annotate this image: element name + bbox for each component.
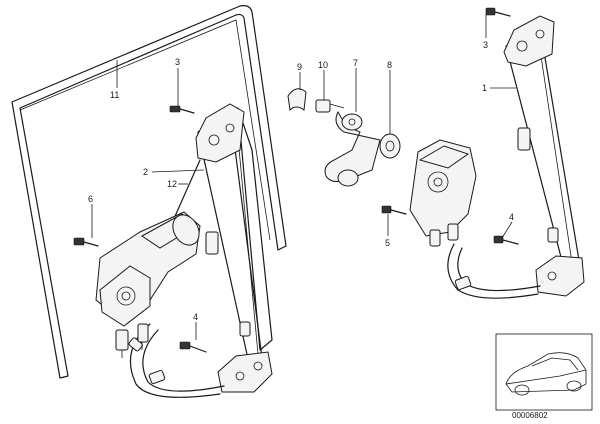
screw-right-motor[interactable] <box>381 205 407 215</box>
vehicle-inset: 00006802 <box>495 333 593 420</box>
right-window-motor[interactable] <box>409 139 477 247</box>
left-window-motor[interactable] <box>95 210 204 358</box>
nut-10[interactable] <box>315 99 345 113</box>
callout-4-right: 4 <box>509 212 514 222</box>
part-code: 00006802 <box>512 411 548 420</box>
screw-upper-left[interactable] <box>169 105 195 114</box>
left-window-regulator[interactable] <box>128 103 273 398</box>
callout-5-right: 5 <box>385 238 390 248</box>
callout-9: 9 <box>297 62 302 72</box>
callout-3-right: 3 <box>483 40 488 50</box>
cable-cap-9[interactable] <box>287 88 307 112</box>
screw-top-right[interactable] <box>485 7 511 17</box>
callout-10: 10 <box>318 60 328 70</box>
callout-11: 11 <box>110 90 119 100</box>
callout-12: 12 <box>167 179 177 189</box>
screw-lower-right[interactable] <box>493 235 519 245</box>
callout-4-left: 4 <box>193 312 198 322</box>
callout-1: 1 <box>482 83 487 93</box>
callout-8: 8 <box>387 60 392 70</box>
window-seal-frame[interactable] <box>11 5 287 379</box>
right-window-regulator[interactable] <box>447 15 585 299</box>
callout-2: 2 <box>143 167 148 177</box>
screw-left-motor[interactable] <box>73 237 99 247</box>
screw-lower-left[interactable] <box>179 341 207 353</box>
callout-6-left: 6 <box>88 194 93 204</box>
callout-3-left: 3 <box>175 57 180 67</box>
lever-arm-7[interactable] <box>324 110 381 187</box>
callout-7: 7 <box>353 58 358 68</box>
bushing-8[interactable] <box>379 133 401 159</box>
leader-lines <box>91 14 516 340</box>
